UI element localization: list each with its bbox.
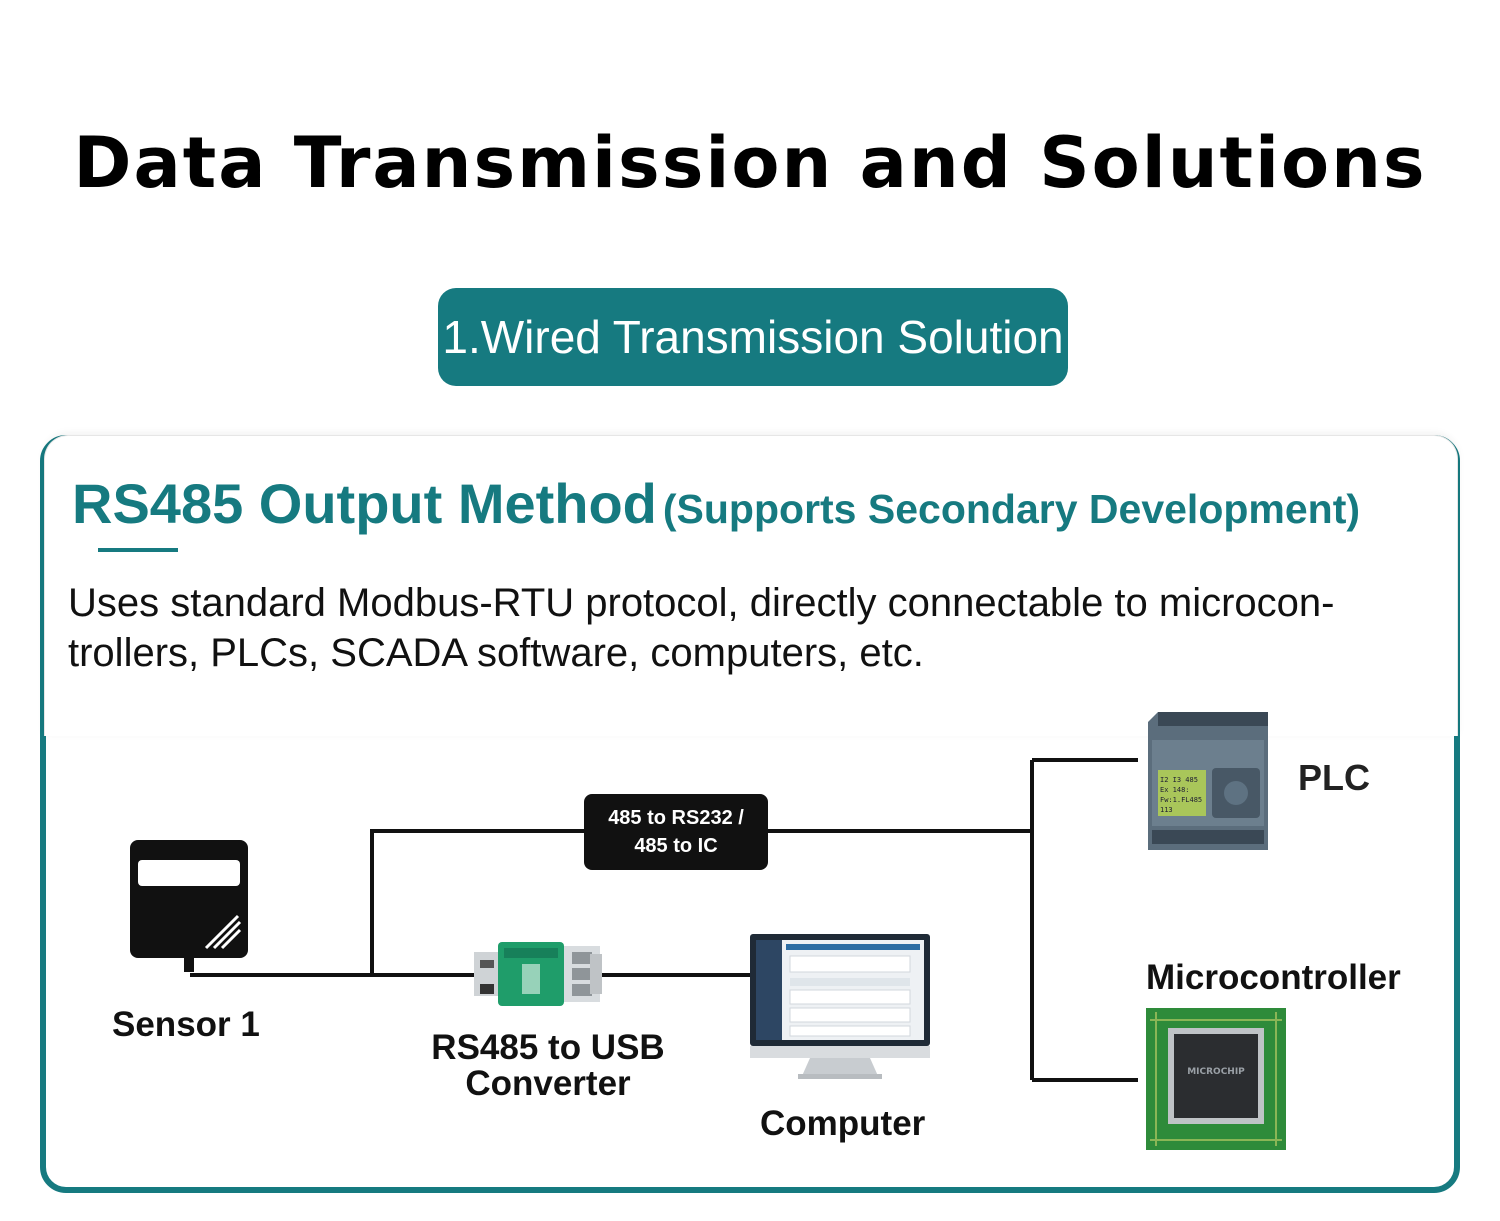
description-line: trollers, PLCs, SCADA software, computer… — [68, 631, 924, 675]
bridge-label: 485 to RS232 / 485 to IC — [584, 794, 768, 870]
plc-screen-text: 113 — [1160, 806, 1173, 814]
usb-converter-icon — [474, 942, 602, 1006]
converter-label-line: RS485 to USB — [431, 1028, 665, 1067]
sensor-to-bridge-wire — [370, 829, 586, 975]
microcontroller-label: Microcontroller — [1146, 958, 1401, 997]
bridge-label-line: 485 to RS232 / — [608, 807, 744, 829]
plc-screen-text: Ex 148: — [1160, 786, 1190, 794]
description-line: Uses standard Modbus-RTU protocol, direc… — [68, 581, 1335, 625]
wiring-lines — [190, 758, 1138, 1082]
plc-label: PLC — [1298, 757, 1370, 798]
computer-label: Computer — [760, 1104, 926, 1143]
sensor-label: Sensor 1 — [112, 1005, 260, 1044]
plc-screen-text: I2 I3 485 — [1160, 776, 1198, 784]
section-label: 1.Wired Transmission Solution — [438, 288, 1068, 386]
computer-icon — [750, 934, 930, 1079]
microcontroller-icon: MICROCHIP — [1146, 1008, 1286, 1150]
card-description: Uses standard Modbus-RTU protocol, direc… — [68, 578, 1428, 678]
plc-screen-text: Fw:1.FL485 — [1160, 796, 1202, 804]
converter-label-line: Converter — [465, 1064, 631, 1103]
card-heading-sub: (Supports Secondary Development) — [662, 486, 1361, 532]
heading-underline — [98, 548, 178, 552]
card-heading: RS485 Output Method(Supports Secondary D… — [72, 476, 1360, 532]
solution-card-header — [44, 435, 1458, 736]
mcu-brand-text: MICROCHIP — [1187, 1067, 1245, 1077]
plc-icon: I2 I3 485 Ex 148: Fw:1.FL485 113 — [1148, 712, 1268, 850]
page-title: Data Transmission and Solutions — [73, 122, 1427, 204]
card-heading-main: RS485 Output Method — [72, 472, 657, 535]
sensor-icon — [130, 840, 248, 972]
bridge-label-line: 485 to IC — [634, 835, 718, 857]
converter-label: RS485 to USB Converter — [400, 1030, 696, 1102]
